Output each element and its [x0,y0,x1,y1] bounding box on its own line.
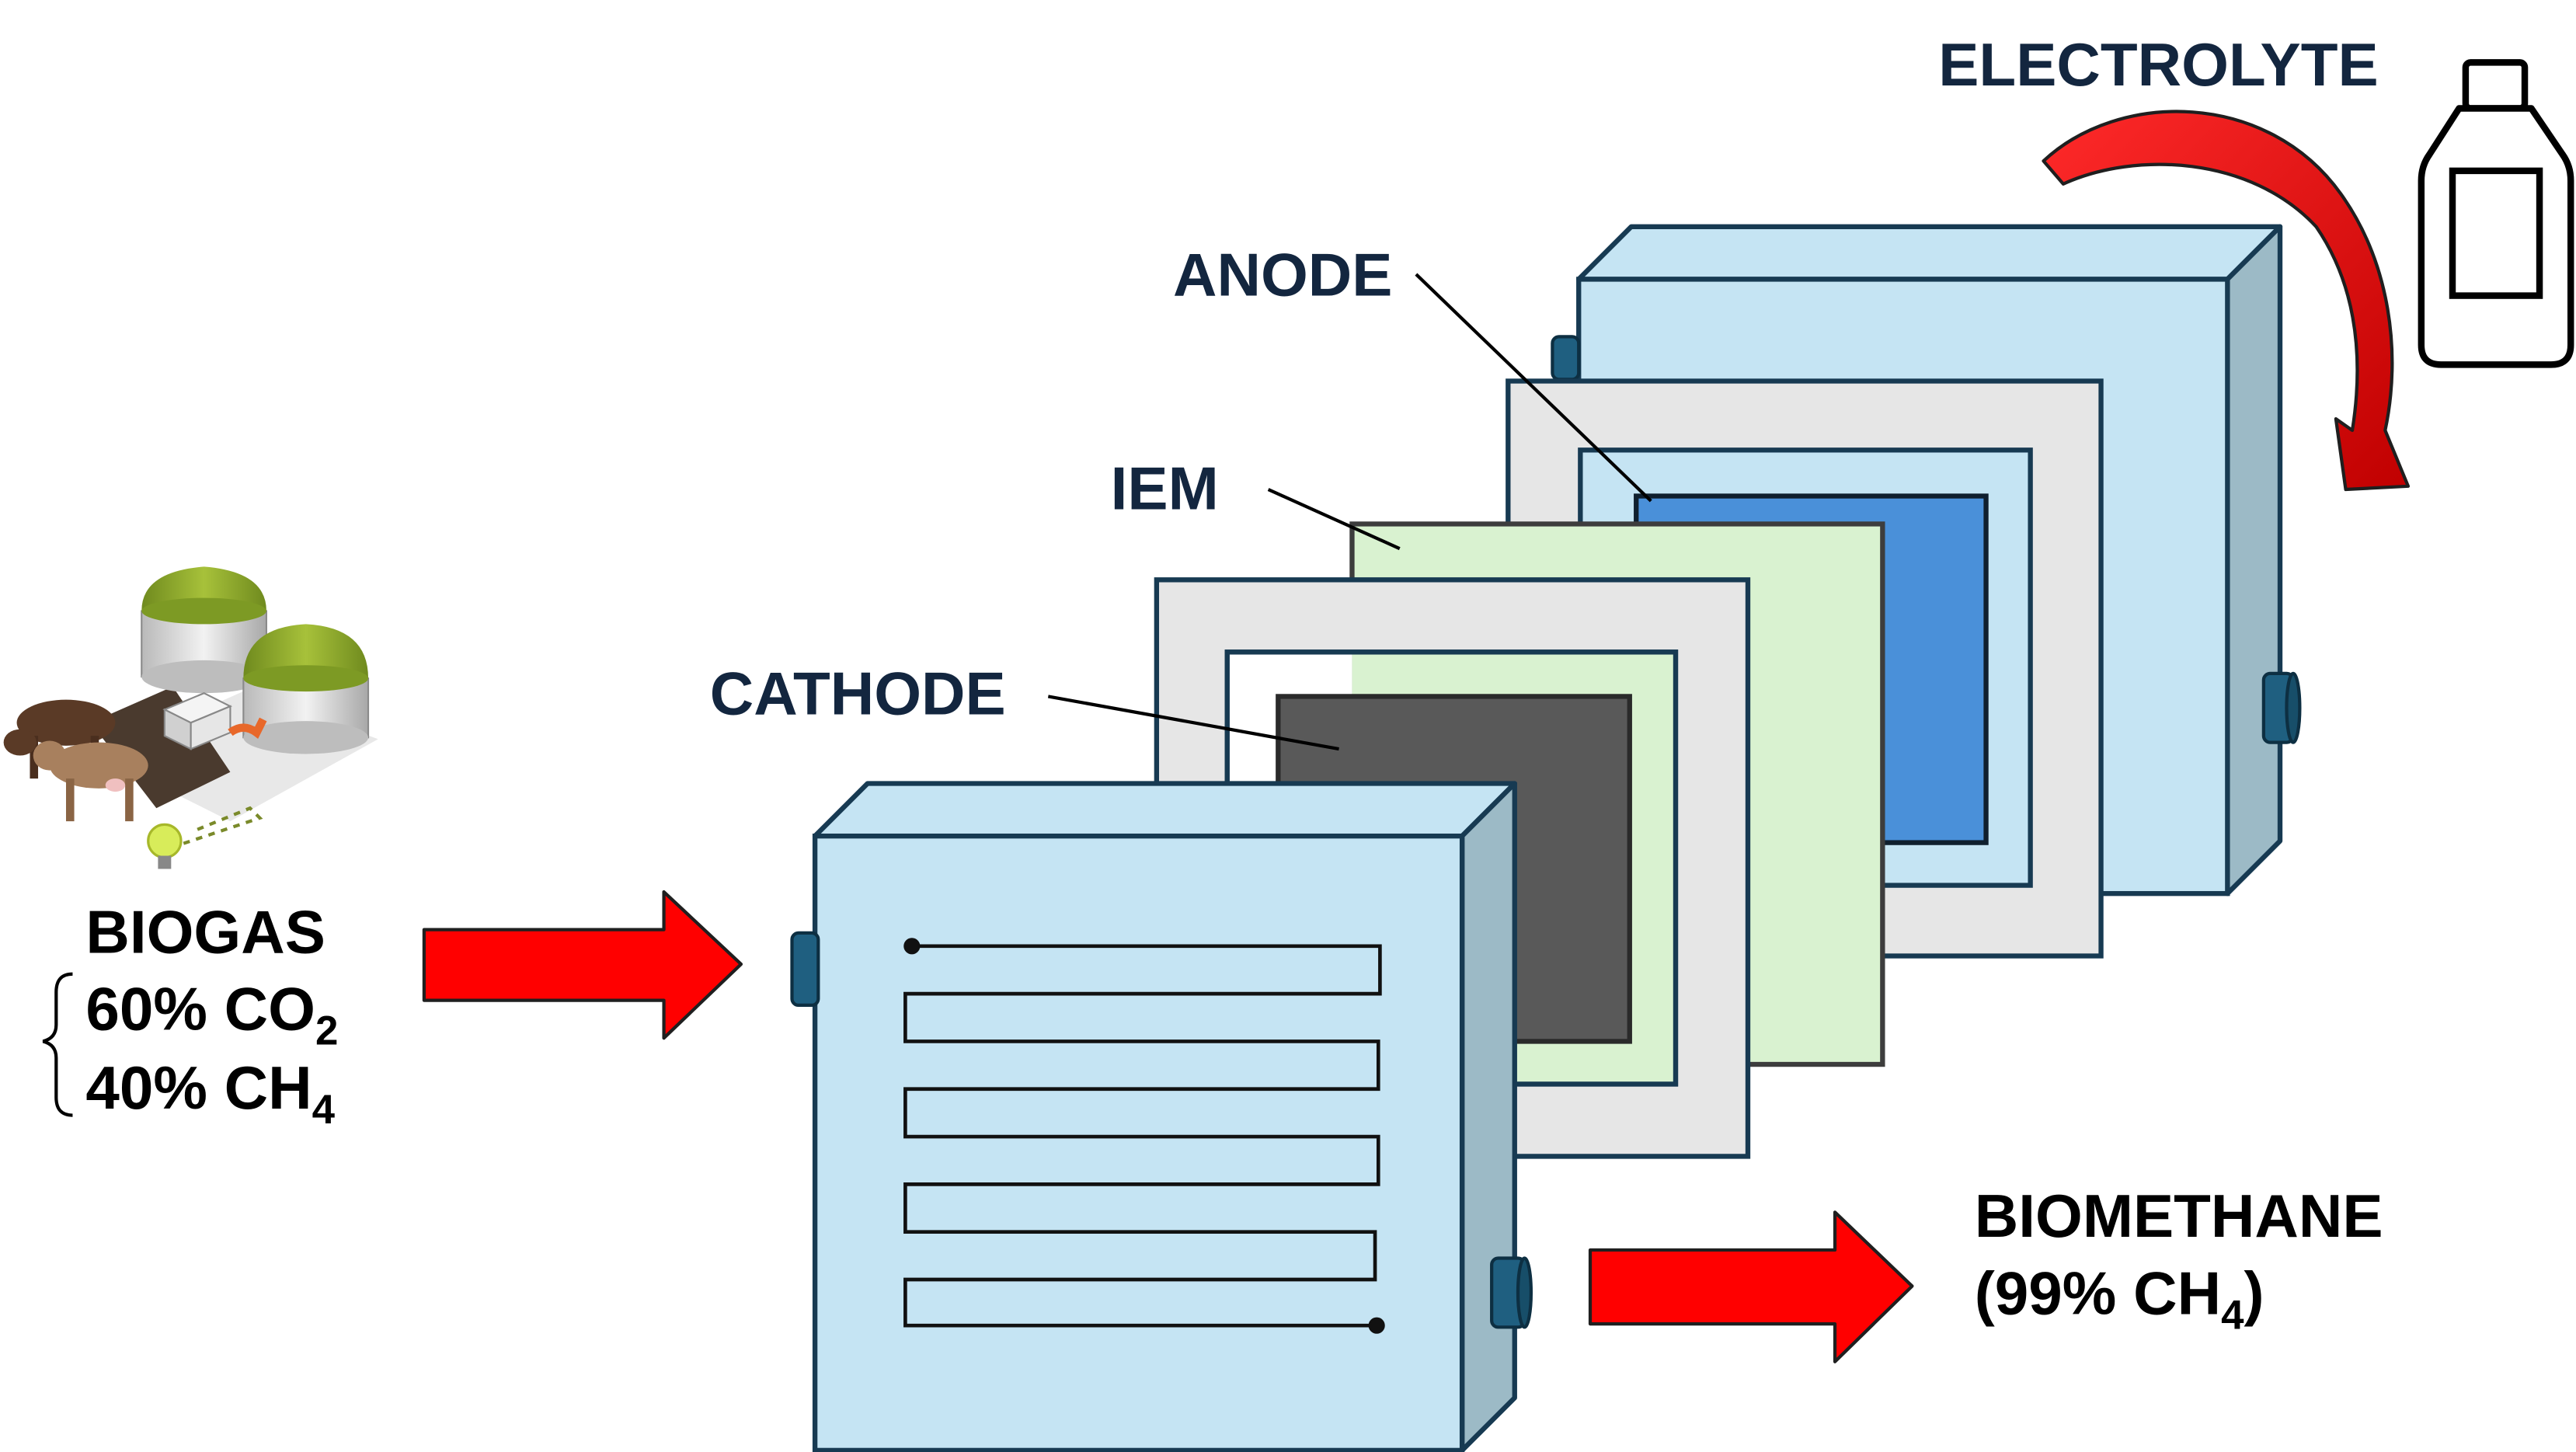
iem-leader-line [1267,488,1401,551]
back-outlet-port [2261,671,2302,744]
electrolyte-label: ELECTROLYTE [1938,30,2378,99]
cow-icon [33,740,148,822]
biogas-input-label: BIOGAS 60% CO2 40% CH4 [42,897,338,1133]
iem-label: IEM [1111,454,1219,522]
composition-brace [42,972,73,1117]
ch4-fraction: 40% CH4 [85,1053,335,1133]
biomethane-purity: (99% CH4) [1975,1259,2264,1338]
cathode-label: CATHODE [710,660,1006,728]
serpentine-flow-channel [903,944,1382,1328]
biomethane-title: BIOMETHANE [1975,1182,2383,1250]
bottle-icon [2418,59,2574,368]
electrolyte-flow-arrow [2042,110,2411,492]
biomethane-output-label: BIOMETHANE (99% CH4) [1975,1182,2383,1338]
cathode-leader-line [1047,695,1339,751]
co2-fraction: 60% CO2 [85,975,338,1054]
biogas-plant-icon [3,566,378,869]
anode-leader-line [1415,273,1652,503]
front-end-plate [790,781,1533,1452]
back-inlet-port [1551,335,1581,381]
front-outlet-port [1490,1256,1533,1329]
biomethane-outlet-arrow [1588,1210,1914,1363]
channel-outlet-dot [1368,1317,1385,1334]
front-inlet-port [790,931,820,1008]
lightbulb-icon [147,823,183,869]
biogas-title: BIOGAS [85,897,325,966]
channel-inlet-dot [903,938,921,955]
biogas-inlet-arrow [422,890,743,1040]
anode-label: ANODE [1173,241,1392,309]
